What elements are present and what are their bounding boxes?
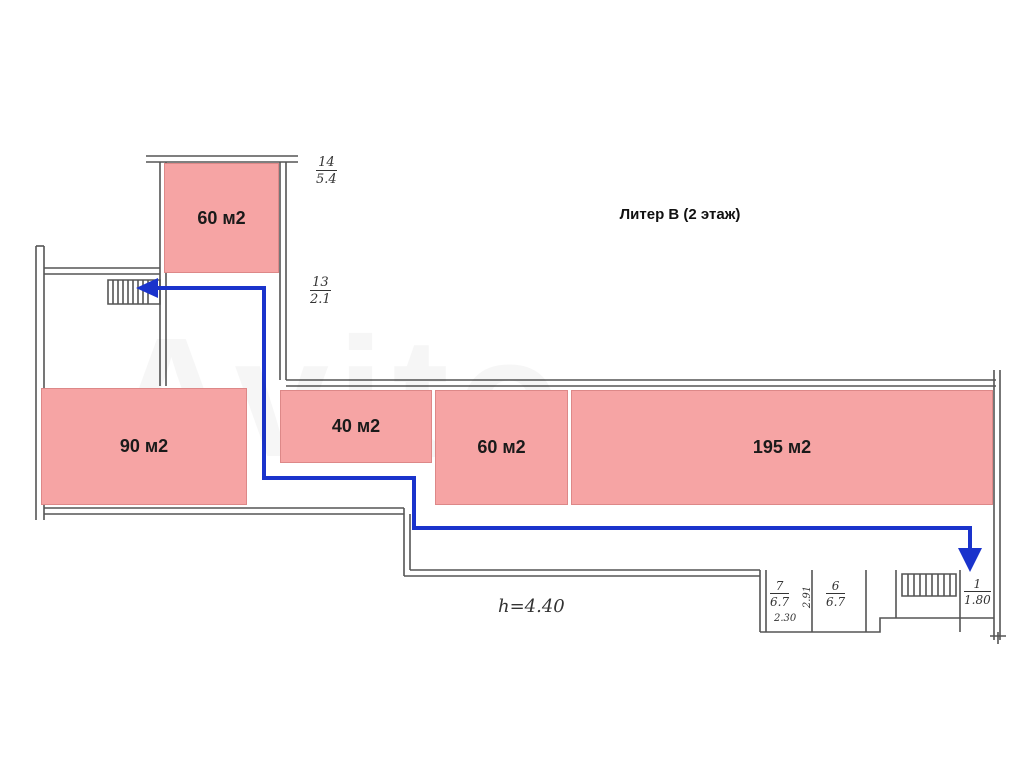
room-top-left[interactable]: 60 м2 xyxy=(164,163,279,273)
walls xyxy=(35,155,1006,644)
plan-title: Литер В (2 этаж) xyxy=(619,206,741,223)
room-middle[interactable]: 60 м2 xyxy=(435,390,568,505)
label-room-1: 1 1.80 xyxy=(964,577,991,607)
label-room-14: 14 5.4 xyxy=(316,155,337,187)
label-room-7-bottom: 2.30 xyxy=(774,613,797,624)
ceiling-height-label: h=4.40 xyxy=(498,596,565,617)
arrowhead-down-icon xyxy=(958,548,982,572)
label-room-6: 6 6.7 xyxy=(826,579,846,609)
label-room-7-side: 2.91 xyxy=(802,585,814,609)
route-arrow xyxy=(136,278,982,572)
room-small[interactable]: 40 м2 xyxy=(280,390,432,463)
room-left[interactable]: 90 м2 xyxy=(41,388,247,505)
room-large[interactable]: 195 м2 xyxy=(571,390,993,505)
arrowhead-left-icon xyxy=(136,278,158,298)
label-room-7: 7 6.7 xyxy=(770,579,790,609)
label-room-13: 13 2.1 xyxy=(310,275,331,307)
